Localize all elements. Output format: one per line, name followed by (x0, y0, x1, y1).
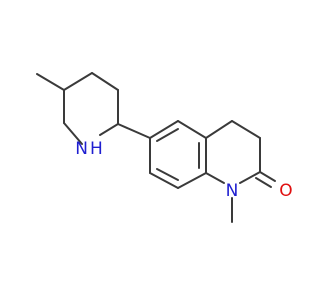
atom-label-o: O (279, 181, 292, 201)
bond (91, 72, 119, 91)
bond (231, 120, 261, 139)
bond (239, 171, 261, 184)
bond (36, 73, 65, 91)
molecule-structure: N H N O (36, 72, 293, 223)
bond (149, 120, 179, 139)
bond (156, 128, 179, 142)
bond (259, 171, 276, 182)
bond (63, 72, 93, 91)
bond (156, 168, 179, 181)
bond (255, 177, 272, 188)
bond (149, 172, 179, 189)
bond (205, 172, 225, 184)
atom-label-h: H (90, 139, 103, 159)
atom-label-n1: N (226, 181, 239, 201)
bond (63, 122, 83, 145)
bond (117, 123, 151, 139)
atom-labels: N H N O (75, 139, 292, 201)
atom-label-n: N (75, 139, 88, 159)
bond (99, 123, 119, 136)
bond (177, 172, 207, 189)
bonds (36, 72, 276, 223)
bond (177, 120, 207, 139)
bond (205, 120, 233, 139)
